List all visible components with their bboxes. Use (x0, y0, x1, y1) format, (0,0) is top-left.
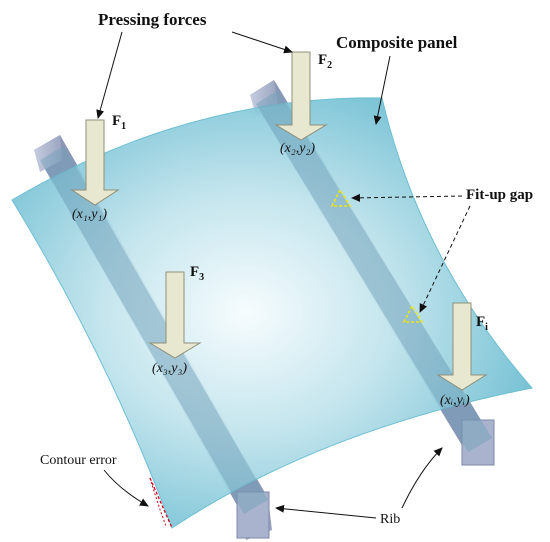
fit-up-gap-label: Fit-up gap (466, 187, 533, 203)
fit-up-gap-marker-2 (402, 304, 424, 323)
rib-band-left (40, 146, 268, 514)
force-arrow-f3 (148, 271, 202, 359)
coord-label-2: (x₂,y₂) (280, 141, 315, 156)
composite-panel-leader (373, 55, 391, 125)
force-arrow-f1 (70, 119, 120, 206)
rib-leader-1 (275, 504, 377, 519)
pressing-forces-leader-2 (231, 31, 293, 54)
force-label-fi: Fi (476, 314, 488, 333)
contour-error-leader (103, 469, 149, 507)
rib-label: Rib (380, 512, 400, 527)
fit-up-gap-leader-2 (419, 205, 471, 313)
coord-label-3: (x₃,y₃) (152, 361, 187, 376)
force-label-f1: F1 (112, 113, 126, 132)
fit-up-gap-marker-1 (330, 188, 352, 207)
pressing-forces-label: Pressing forces (98, 10, 207, 29)
pressing-forces-leader-1 (96, 31, 123, 119)
force-arrow-f2 (274, 51, 328, 141)
force-label-f3: F3 (190, 264, 204, 283)
composite-panel (11, 97, 533, 529)
coord-label-i: (xᵢ,yᵢ) (440, 393, 470, 408)
contour-error-label: Contour error (40, 453, 117, 468)
rib-band-right (256, 90, 492, 452)
force-label-f2: F2 (318, 52, 332, 71)
rib-leader-2 (401, 447, 443, 509)
composite-panel-label: Composite panel (336, 33, 458, 52)
force-arrow-fi (436, 302, 488, 391)
contour-error-outline (149, 477, 173, 529)
fit-up-gap-leader-1 (351, 193, 463, 202)
coord-label-1: (x₁,y₁) (72, 207, 107, 222)
